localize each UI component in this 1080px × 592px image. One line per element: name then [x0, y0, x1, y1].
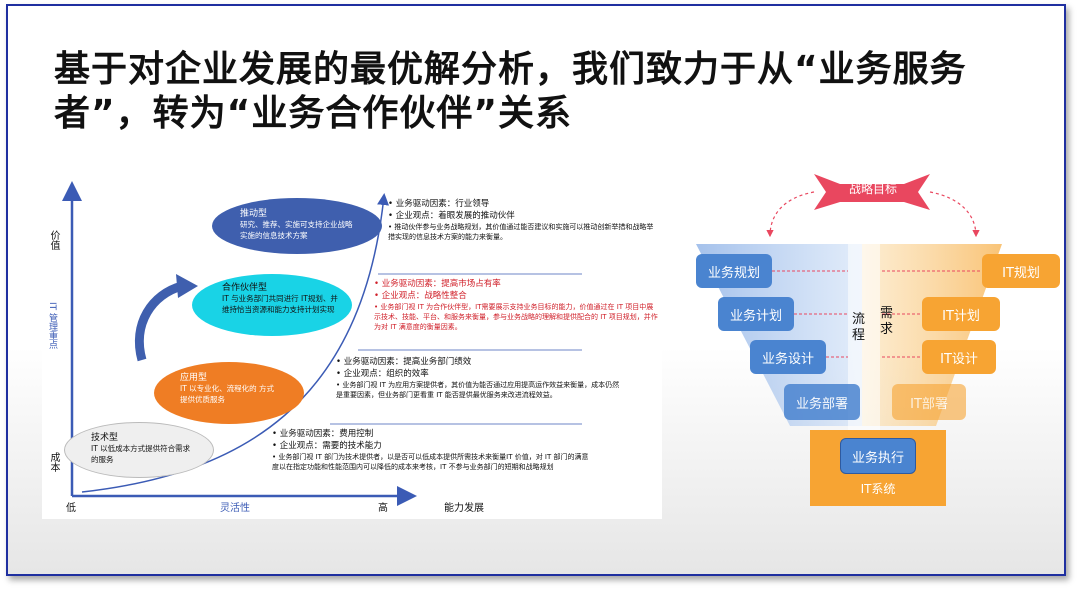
business-it-alignment-diagram: 战略目标 流程 需求 业务规划 业务计划 业务设计 业务部署 IT规划 IT计划… [686, 162, 1060, 512]
type-name: 合作伙伴型 [222, 283, 268, 293]
note-driver: • 业务驱动因素：行业领导 • 企业观点：着眼发展的推动伙伴 • 推动伙伴参与业… [388, 198, 658, 242]
title-line-1: 基于对企业发展的最优解分析，我们致力于从“业务服务 [54, 49, 967, 90]
type-desc: IT 与业务部门共同进行 IT规划、并维持恰当资源和能力支持计划实现 [222, 294, 338, 314]
curved-arrow-head [176, 274, 198, 298]
note-view-line: • 企业观点：组织的效率 [336, 369, 429, 379]
type-blob-technology: 技术型 IT 以低成本方式提供符合需求的服务 [64, 422, 214, 478]
type-desc: 研究、推荐、实施可支持企业战略实施的信息技术方案 [240, 220, 353, 240]
slide-title: 基于对企业发展的最优解分析，我们致力于从“业务服务 者”，转为“业务合作伙伴”关… [54, 48, 1034, 136]
type-desc: IT 以低成本方式提供符合需求的服务 [91, 444, 191, 464]
type-name: 应用型 [180, 373, 208, 383]
process-label: 流程 [852, 312, 866, 343]
type-name: 技术型 [91, 433, 119, 443]
y-axis-top-label: 价值 [48, 230, 59, 250]
note-driver-line: • 业务驱动因素：提高业务部门绩效 [336, 357, 472, 367]
note-detail: • 业务部门视 IT 为合作伙伴型，IT需要展示支持业务目标的能力，价值通过在 … [374, 303, 658, 331]
note-detail: • 业务部门视 IT 为应用方案提供者，其价值为能否通过应用提高运作效益来衡量，… [336, 381, 620, 399]
note-view-line: • 企业观点：战略性整合 [374, 291, 467, 301]
x-axis-mid-label: 灵活性 [220, 503, 250, 514]
business-box-design: 业务设计 [750, 340, 826, 374]
note-view-line: • 企业观点：需要的技术能力 [272, 441, 382, 451]
it-role-evolution-diagram: 价值 IT 管理重点 成本 低 灵活性 高 能力发展 推动型 研究、推荐、实施可… [42, 174, 662, 519]
strategy-label: 战略目标 [848, 182, 897, 196]
y-axis-bottom-label: 成本 [48, 452, 59, 472]
banner-arrow-right [929, 191, 980, 238]
it-system-label: IT系统 [860, 482, 896, 496]
y-axis-mid-label: IT 管理重点 [47, 302, 57, 350]
growth-curve [81, 193, 390, 493]
diagram-axes [62, 181, 582, 506]
strategy-banner [814, 174, 930, 210]
note-driver-line: • 业务驱动因素：行业领导 [388, 199, 490, 209]
type-blob-driver: 推动型 研究、推荐、实施可支持企业战略实施的信息技术方案 [212, 198, 382, 254]
note-view-line: • 企业观点：着眼发展的推动伙伴 [388, 211, 515, 221]
note-driver-line: • 业务驱动因素：提高市场占有率 [374, 279, 501, 289]
type-name: 推动型 [240, 209, 268, 219]
slide: 基于对企业发展的最优解分析，我们致力于从“业务服务 者”，转为“业务合作伙伴”关… [6, 4, 1066, 576]
note-detail: • 推动伙伴参与业务战略规划，其价值通过能否建议和实施可以推动创新举措和战略举措… [388, 223, 654, 241]
note-detail: • 业务部门视 IT 部门为技术提供者，以是否可以低成本提供所需技术来衡量IT … [272, 453, 589, 471]
it-box-deploy: IT部署 [892, 384, 966, 420]
title-line-2: 者”，转为“业务合作伙伴”关系 [54, 93, 572, 134]
x-axis-right-label: 高 [378, 503, 388, 514]
funnel-right-half [862, 244, 1002, 426]
it-box-plan: IT计划 [922, 297, 1000, 331]
type-blob-application: 应用型 IT 以专业化、流程化的 方式提供优质服务 [154, 362, 304, 424]
it-box-design: IT设计 [922, 340, 996, 374]
banner-arrow-left [766, 191, 815, 238]
execution-box: 业务执行 [840, 438, 916, 474]
x-axis-left-label: 低 [66, 503, 76, 514]
note-technology: • 业务驱动因素：费用控制 • 企业观点：需要的技术能力 • 业务部门视 IT … [272, 428, 592, 472]
it-box-planning: IT规划 [982, 254, 1060, 288]
note-driver-line: • 业务驱动因素：费用控制 [272, 429, 374, 439]
business-box-deploy: 业务部署 [784, 384, 860, 420]
funnel-graphics [696, 174, 1002, 506]
type-desc: IT 以专业化、流程化的 方式提供优质服务 [180, 384, 275, 404]
business-box-plan: 业务计划 [718, 297, 794, 331]
note-partner: • 业务驱动因素：提高市场占有率 • 企业观点：战略性整合 • 业务部门视 IT… [374, 278, 658, 332]
x-axis-end-label: 能力发展 [444, 503, 484, 514]
curved-arrow-body [134, 281, 184, 362]
business-box-planning: 业务规划 [696, 254, 772, 288]
requirement-label: 需求 [880, 306, 894, 337]
funnel-left-half [696, 244, 862, 426]
type-blob-partner: 合作伙伴型 IT 与业务部门共同进行 IT规划、并维持恰当资源和能力支持计划实现 [192, 274, 352, 336]
note-application: • 业务驱动因素：提高业务部门绩效 • 企业观点：组织的效率 • 业务部门视 I… [336, 356, 626, 400]
